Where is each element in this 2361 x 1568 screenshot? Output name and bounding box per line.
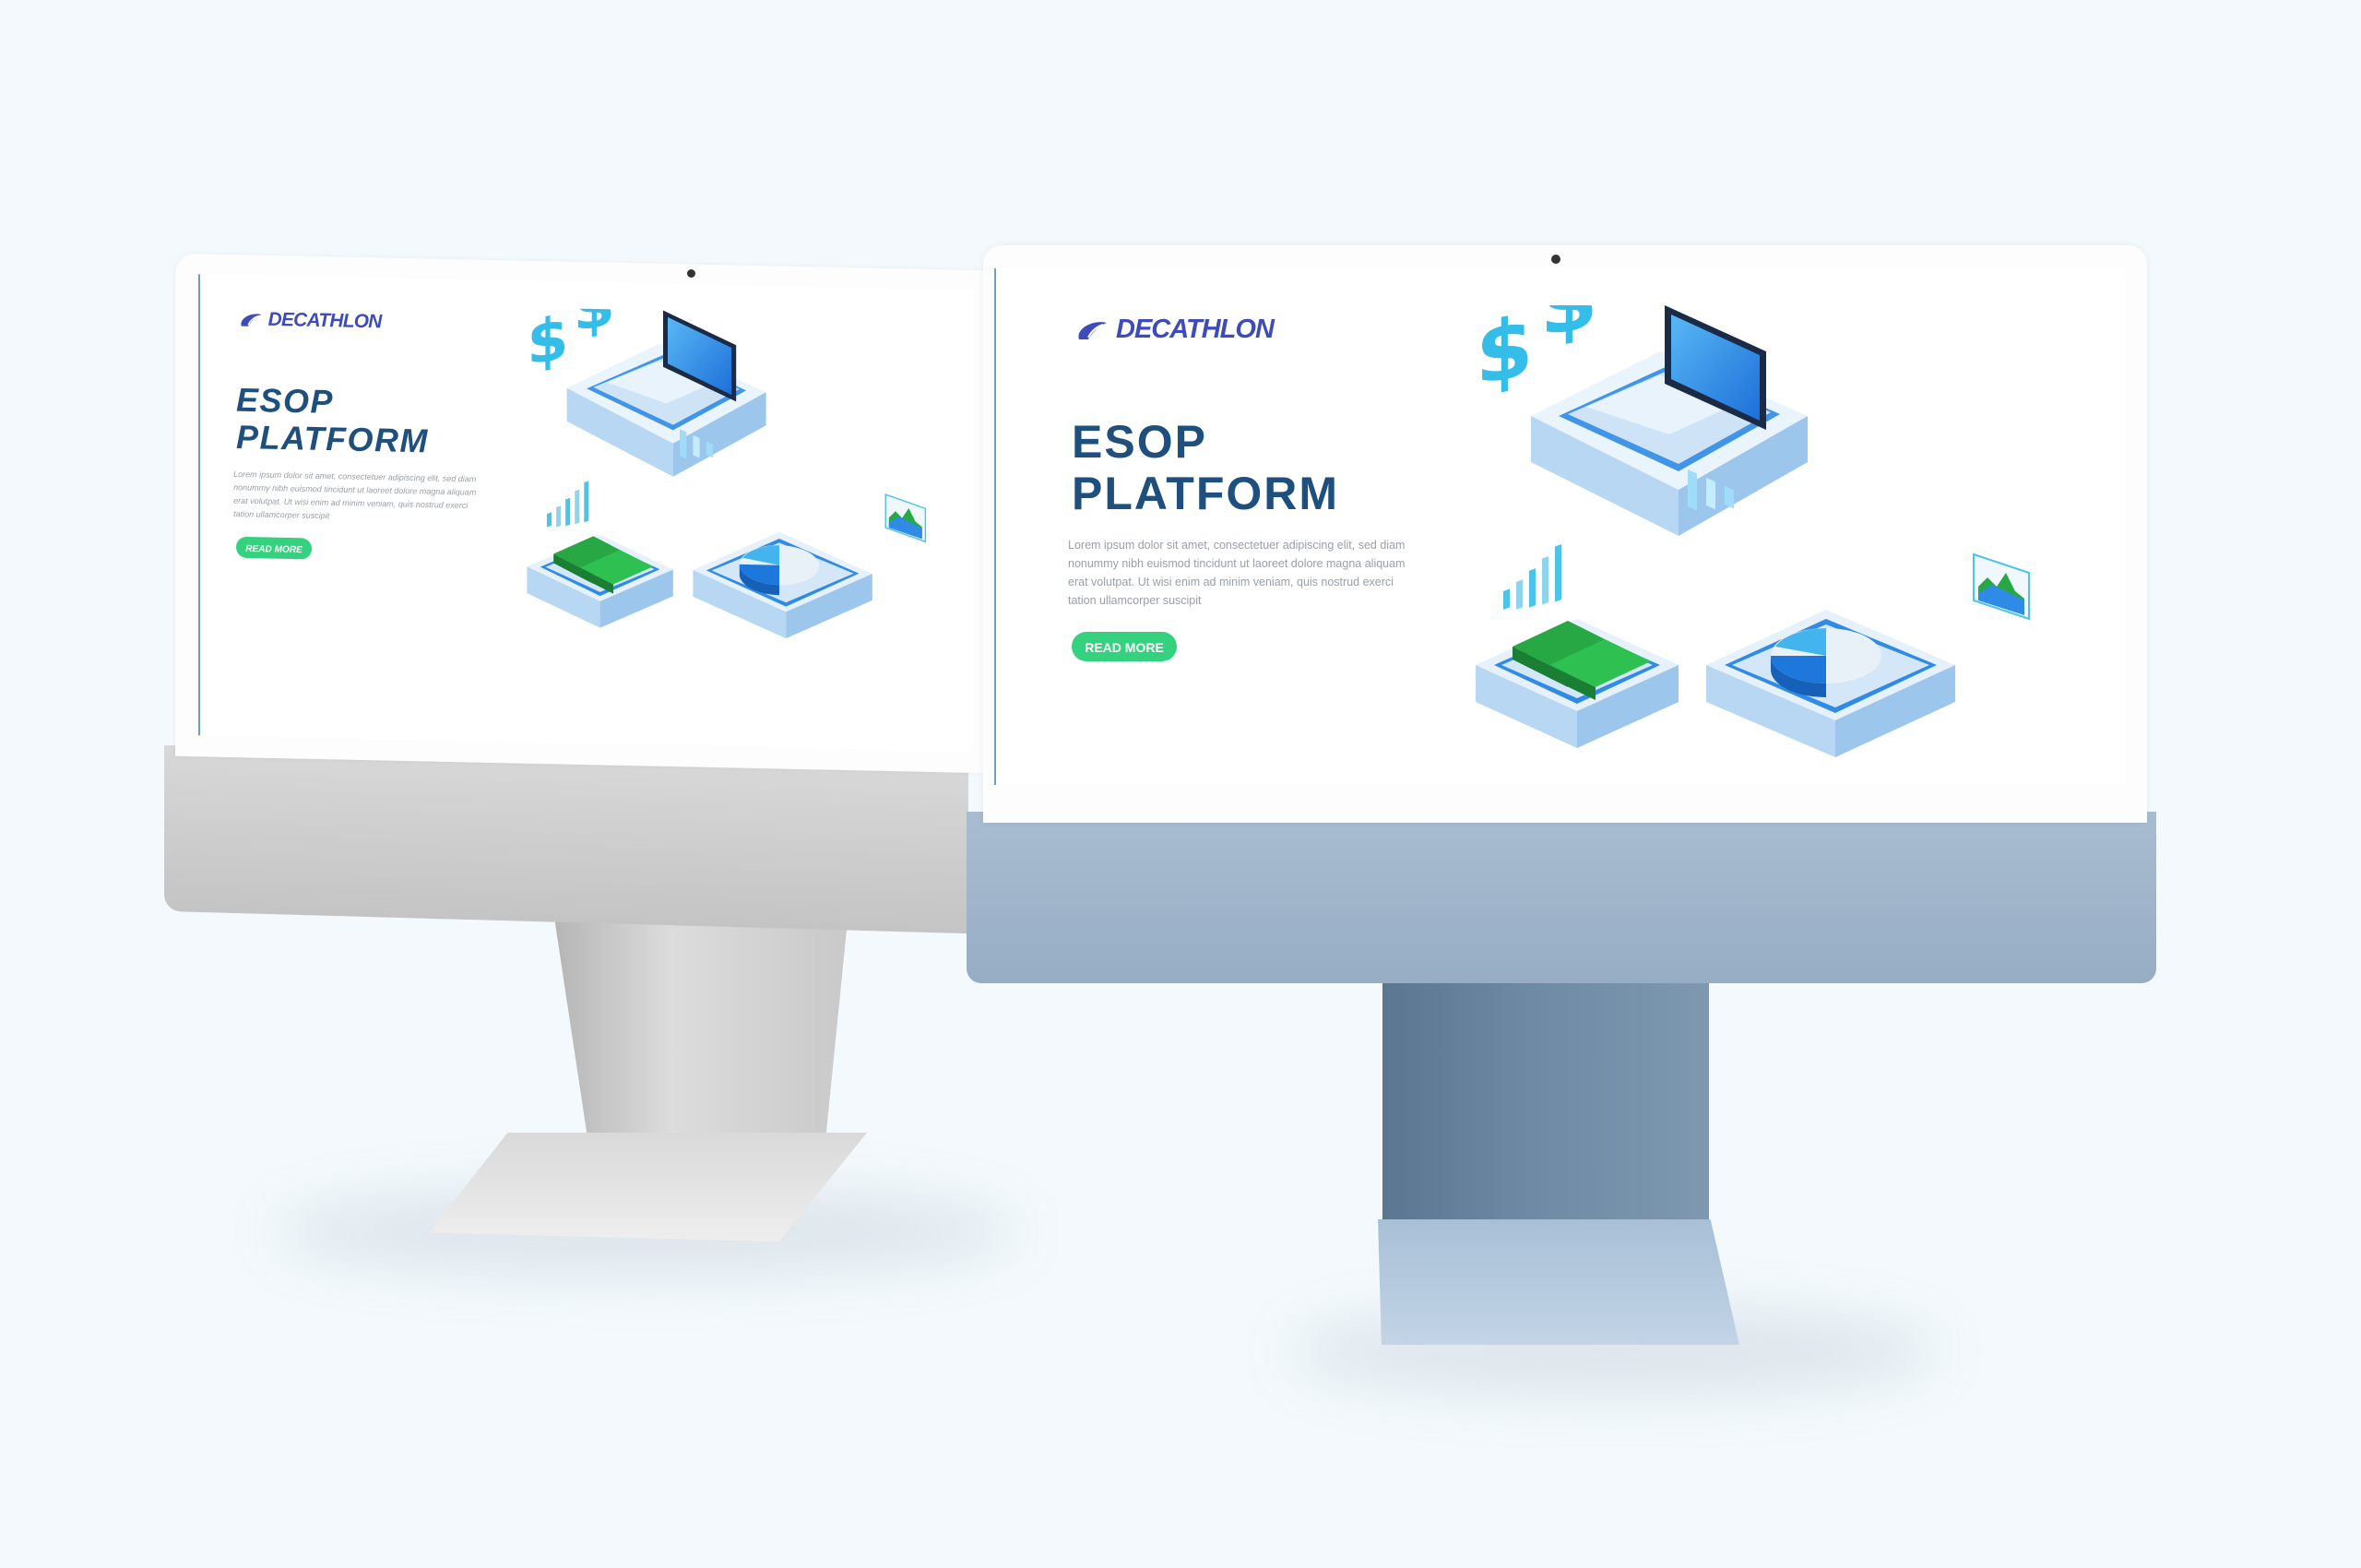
title-line-2: PLATFORM: [1072, 468, 1340, 519]
finance-illustration: [526, 306, 927, 643]
left-monitor-stand: [553, 911, 848, 1146]
right-monitor-stand: [1382, 980, 1709, 1227]
read-more-button[interactable]: READ MORE: [236, 536, 313, 560]
money-platform: [1476, 619, 1679, 748]
left-monitor-screen: DECATHLON ESOP PLATFORM Lorem ipsum dolo…: [198, 274, 973, 752]
right-monitor-chin: [967, 812, 2156, 983]
brand-name: DECATHLON: [267, 308, 382, 333]
landing-page: DECATHLON ESOP PLATFORM Lorem ipsum dolo…: [996, 268, 2125, 785]
title-line-1: ESOP: [1072, 416, 1207, 468]
pie-chart-platform: [1706, 610, 1955, 757]
brand-logo[interactable]: DECATHLON: [1075, 315, 1275, 345]
page-title: ESOP PLATFORM: [1072, 416, 1339, 519]
area-chart-card-icon: [1973, 552, 2030, 621]
left-monitor-chin: [164, 744, 968, 934]
landing-page: DECATHLON ESOP PLATFORM Lorem ipsum dolo…: [198, 274, 973, 662]
left-monitor-camera: [687, 269, 695, 278]
laptop-platform: [1531, 305, 1808, 536]
bar-sparkline-icon: [1503, 544, 1561, 610]
brand-logo[interactable]: DECATHLON: [239, 308, 382, 333]
finance-illustration: $ $: [1476, 305, 2030, 757]
page-title: ESOP PLATFORM: [236, 381, 429, 459]
dollar-icon: $: [1540, 305, 1598, 356]
read-more-button[interactable]: READ MORE: [1072, 632, 1177, 661]
hero-paragraph: Lorem ipsum dolor sit amet, consectetuer…: [233, 469, 477, 521]
hero-paragraph: Lorem ipsum dolor sit amet, consectetuer…: [1068, 539, 1406, 607]
title-line-1: ESOP: [236, 381, 334, 421]
right-monitor-camera: [1551, 255, 1560, 264]
right-monitor-screen: DECATHLON ESOP PLATFORM Lorem ipsum dolo…: [994, 268, 2125, 785]
dollar-icon: $: [1476, 305, 1534, 405]
right-monitor-foot: [1378, 1219, 1739, 1345]
title-line-2: PLATFORM: [236, 418, 429, 460]
decathlon-logo-icon: [1078, 321, 1107, 339]
brand-name: DECATHLON: [1116, 315, 1275, 344]
decathlon-logo-icon: [241, 314, 262, 327]
